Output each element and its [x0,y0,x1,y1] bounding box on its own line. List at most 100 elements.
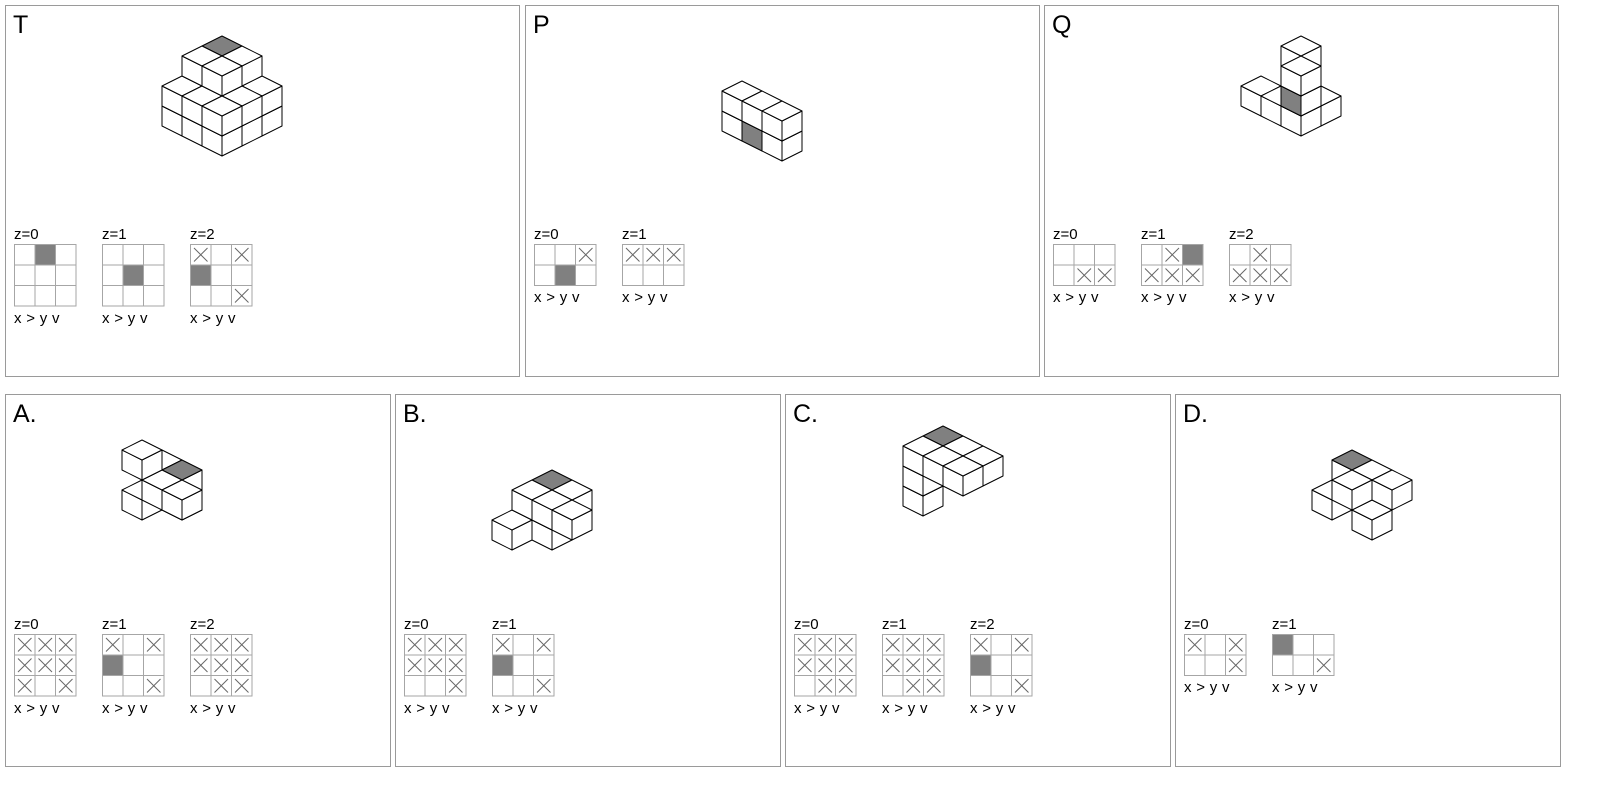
axis-hint: x > y v [882,699,928,717]
layer-label: z=2 [190,616,215,633]
grid-cell [102,675,124,697]
grid-cell [1204,634,1226,656]
cross-mark [58,637,73,652]
axis-hint: x > y v [622,289,668,306]
cross-mark [818,658,833,673]
grid-cell [210,264,232,286]
cross-mark [193,658,208,673]
layer-grid [882,634,945,697]
grid-cell [424,675,446,697]
cross-mark [234,678,249,693]
cube-face-top [942,455,984,477]
cross-mark [1228,637,1243,652]
layer-grid [102,244,165,307]
grid-cell [1313,634,1335,656]
layer-grid [1141,244,1204,286]
grid-cell [990,654,1012,676]
cross-mark [38,637,53,652]
cross-mark [495,637,510,652]
cube-face-top [161,479,203,501]
grid-cell [1053,244,1075,266]
axis-hint: x > y v [102,699,148,717]
cube-figure [121,439,203,521]
cube-figure [161,35,283,157]
grid-cell [970,675,992,697]
panel-label: B. [403,400,427,428]
cube [201,55,243,97]
panel-label: A. [13,400,37,428]
grid-cell [14,244,36,266]
cube-face-top [201,95,243,117]
cube [201,95,243,137]
cross-mark [428,637,443,652]
cross-mark [214,637,229,652]
grid-cell-shaded [122,264,144,286]
cube [1331,469,1373,511]
cube [942,455,984,497]
cross-mark [428,658,443,673]
panel-label: Q [1052,11,1072,39]
cross-mark [146,637,161,652]
grid-cell [122,654,144,676]
axis-hint: x > y v [1229,289,1275,306]
cross-mark [885,658,900,673]
grid-cell-shaded [492,654,514,676]
grid-cell-shaded [970,654,992,676]
cross-mark [973,637,988,652]
cross-mark [838,658,853,673]
grid-cell [1270,244,1292,266]
grid-cell [122,634,144,656]
axis-hint: x > y v [970,699,1016,717]
axis-hint: x > y v [1141,289,1187,306]
axis-hint: x > y v [404,699,450,717]
axis-hint: x > y v [14,309,60,327]
layer-grid [1184,634,1247,676]
grid-cell [55,244,77,266]
layer-grid [970,634,1033,697]
cross-mark [17,637,32,652]
grid-cell [663,264,685,286]
axis-hint: x > y v [1272,679,1318,696]
grid-cell [575,264,597,286]
cross-mark [797,637,812,652]
cube [1280,55,1322,97]
cube-face-top [1371,469,1413,491]
panel-label: C. [793,400,818,428]
grid-cell [1184,654,1206,676]
cube-figure [1311,449,1413,541]
layer-label: z=1 [882,616,907,633]
cross-mark [58,658,73,673]
cross-mark [1097,268,1112,283]
grid-cell [512,654,534,676]
cross-mark [646,247,661,262]
grid-cell [143,654,165,676]
grid-cell [492,675,514,697]
cube-face-top [201,55,243,77]
cross-mark [885,637,900,652]
grid-cell [404,675,426,697]
cross-mark [17,658,32,673]
cube-figure [1240,35,1342,137]
layer-grid [102,634,165,697]
grid-cell-shaded [554,264,576,286]
panel-label: T [13,11,29,39]
axis-hint: x > y v [14,699,60,717]
grid-cell [512,634,534,656]
panel-label: D. [1183,400,1208,428]
cube [761,100,803,142]
grid-cell-shaded [1182,244,1204,266]
layer-label: z=1 [1141,226,1166,243]
grid-cell [210,285,232,307]
